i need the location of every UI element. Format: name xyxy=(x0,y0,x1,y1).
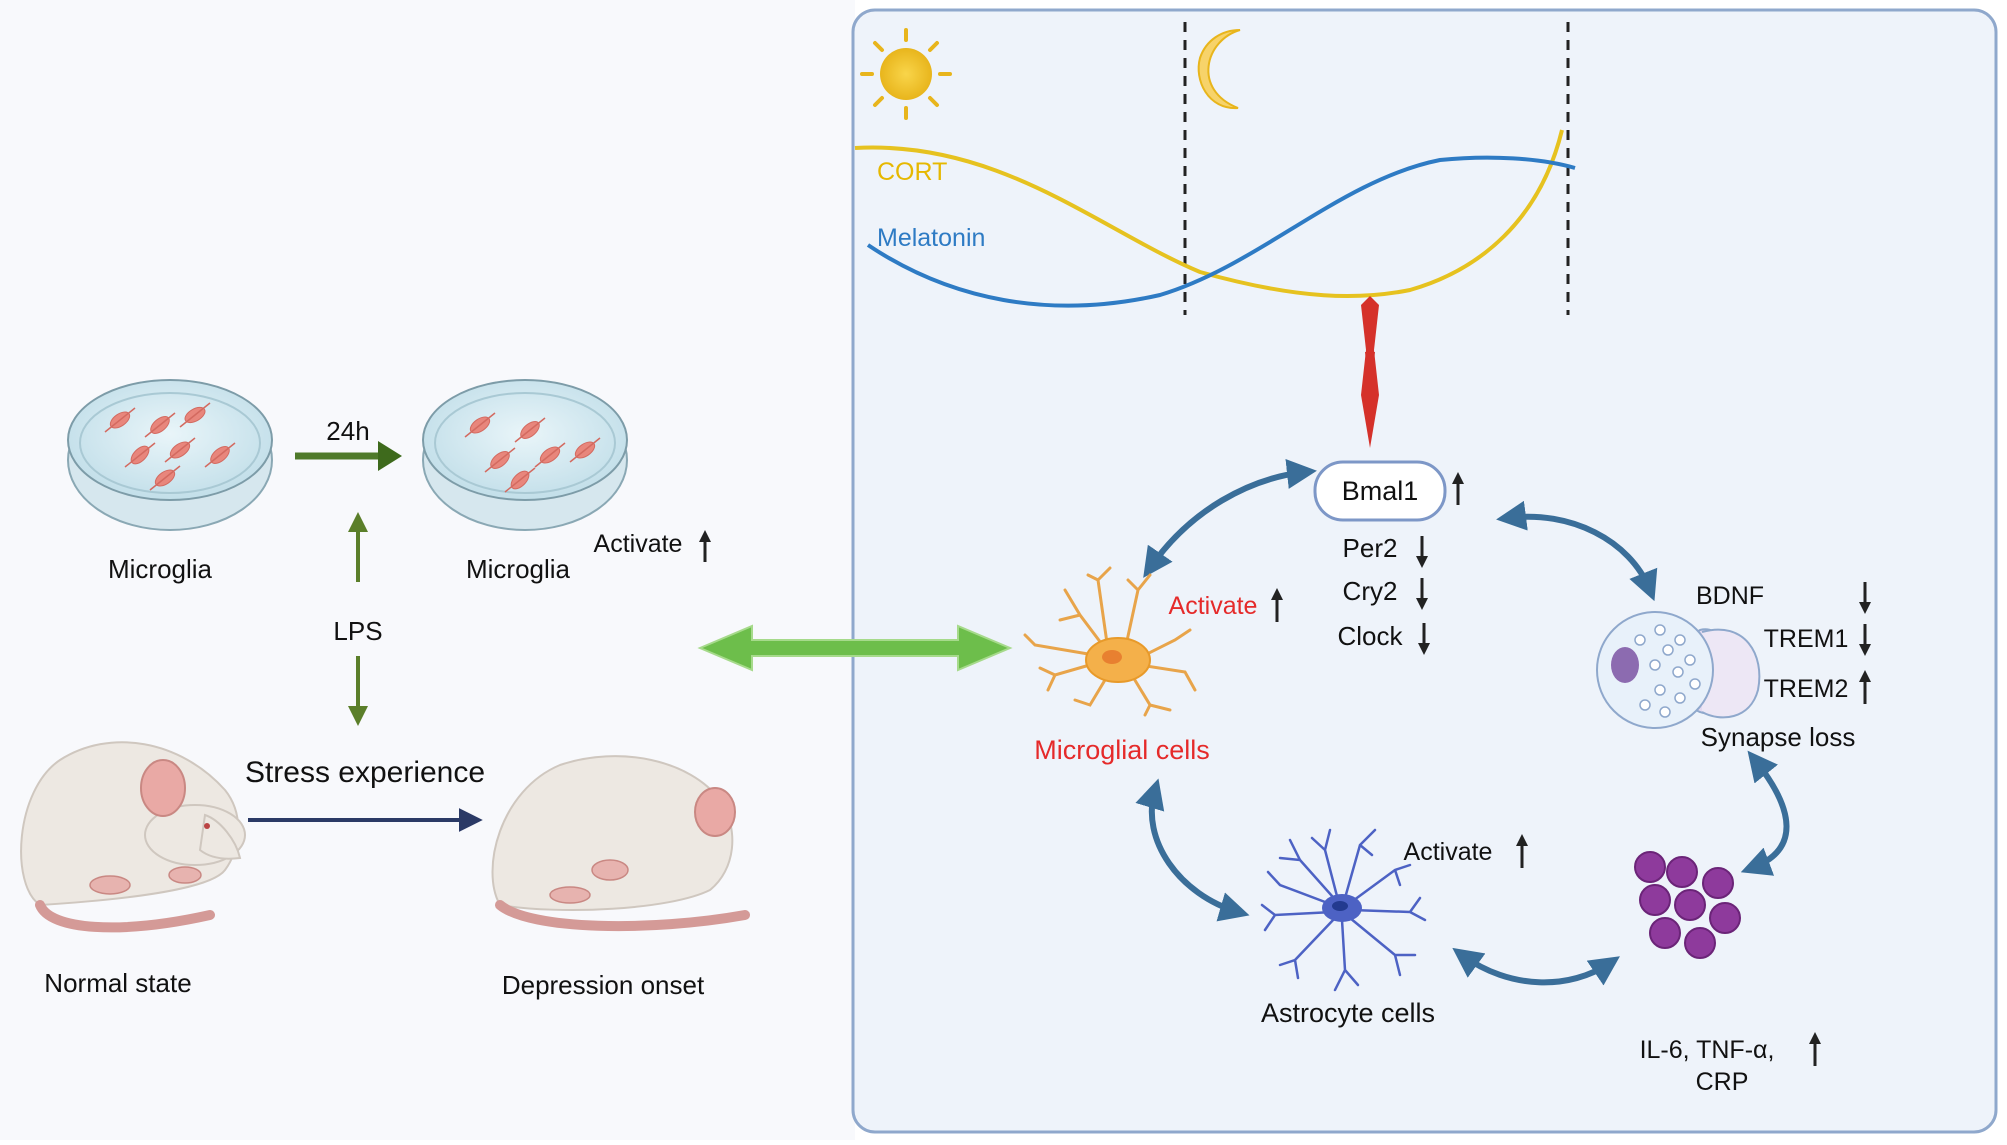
cry2-label: Cry2 xyxy=(1343,576,1398,606)
mouse-icon xyxy=(491,755,750,932)
astrocyte-cytokine-arrow xyxy=(1452,947,1620,986)
sun-icon xyxy=(860,28,952,120)
astrocyte-nucleus xyxy=(1332,901,1348,911)
cort-label: CORT xyxy=(877,158,947,186)
synapse-cytokine-arrow xyxy=(1740,750,1790,876)
microglia-nucleus xyxy=(1102,650,1122,664)
synapse-icon xyxy=(1596,611,1761,729)
mechanism-panel xyxy=(851,8,1998,1134)
bmal1-microglia-arrow xyxy=(1143,459,1317,578)
incubation-arrowhead xyxy=(378,441,402,471)
per2-label: Per2 xyxy=(1343,533,1398,563)
mouse-icon xyxy=(20,741,246,933)
dish-left-label: Microglia xyxy=(108,554,213,584)
bmal1-label: Bmal1 xyxy=(1342,476,1419,506)
lps-label: LPS xyxy=(333,616,382,646)
trem2-label: TREM2 xyxy=(1764,675,1849,703)
trem1-label: TREM1 xyxy=(1764,625,1849,653)
petri-dish-icon xyxy=(67,379,273,531)
cytokine-cluster-icon xyxy=(1634,851,1741,959)
microglia-cell-icon xyxy=(1023,566,1197,717)
moon-icon xyxy=(1197,29,1241,110)
petri-dish-icon xyxy=(422,379,628,531)
microglial-cells-label: Microglial cells xyxy=(1034,735,1210,765)
cort-curve xyxy=(854,129,1564,299)
melatonin-curve xyxy=(866,155,1576,308)
melatonin-label: Melatonin xyxy=(877,224,985,252)
cytokine-label-line1: IL-6, TNF-α, xyxy=(1640,1036,1775,1064)
time-label: 24h xyxy=(326,416,369,446)
regulation-double-arrow xyxy=(1361,296,1379,448)
left-background xyxy=(0,0,855,1140)
cytokine-label-line2: CRP xyxy=(1696,1068,1749,1096)
normal-label: Normal state xyxy=(44,968,191,998)
astrocyte-label: Astrocyte cells xyxy=(1261,998,1435,1028)
dish-right-label: Microglia xyxy=(466,554,571,584)
bdnf-label: BDNF xyxy=(1696,582,1764,610)
microglial-activate-label: Activate xyxy=(1169,592,1258,620)
synapse-label: Synapse loss xyxy=(1701,722,1856,752)
clock-label: Clock xyxy=(1337,621,1403,651)
astro-activate-label: Activate xyxy=(1404,838,1493,866)
microglia-astrocyte-arrow xyxy=(1135,778,1250,922)
stress-label: Stress experience xyxy=(245,756,485,789)
link-double-arrow xyxy=(697,624,1013,672)
depression-label: Depression onset xyxy=(502,970,705,1000)
activate-label: Activate xyxy=(594,530,683,558)
bmal1-synapse-arrow xyxy=(1496,500,1658,602)
astrocyte-cell-icon xyxy=(1260,828,1427,992)
